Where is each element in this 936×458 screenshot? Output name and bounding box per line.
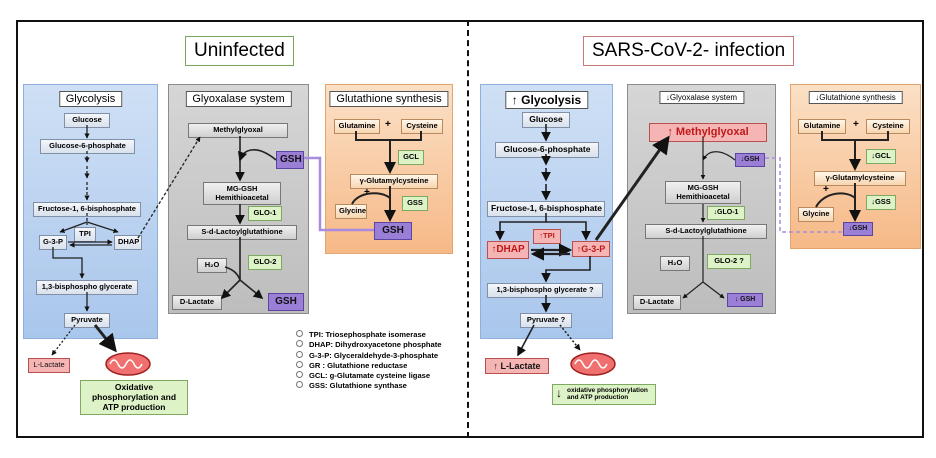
- right-mggsh: MG-GSH Hemithioacetal: [665, 181, 741, 205]
- right-glo2: GLO-2 ?: [707, 254, 751, 269]
- down-arrow-icon: ↓: [713, 209, 718, 216]
- right-plus-1: +: [853, 119, 859, 130]
- right-oxphos: ↓oxidative phosphorylation and ATP produ…: [552, 384, 656, 405]
- left-methylglyoxal: Methylglyoxal: [188, 123, 288, 138]
- down-arrow-icon: ↓: [848, 225, 853, 232]
- down-arrow-icon: ↓: [734, 296, 739, 303]
- right-gcl: ↓GCL: [866, 149, 896, 164]
- legend-item: G-3-P: Glyceraldehyde-3-phosphate: [296, 350, 442, 361]
- right-bpg: 1,3-bisphospho glycerate ?: [487, 283, 603, 298]
- title-uninfected: Uninfected: [185, 36, 294, 66]
- left-ggc: γ-Glutamylcysteine: [350, 174, 438, 189]
- left-gss: GSS: [402, 196, 428, 211]
- right-glycolysis-header: ↑ Glycolysis: [504, 91, 589, 109]
- right-glutathione-arrows: [815, 131, 889, 222]
- right-gsh-link: [765, 157, 843, 233]
- left-dlactate: D-Lactate: [172, 295, 222, 310]
- right-glycine: Glycine: [798, 207, 834, 222]
- right-pyruvate: Pyruvate ?: [520, 313, 572, 328]
- right-methylglyoxal: ↑ Methylglyoxal: [649, 123, 767, 142]
- left-lactate: L-Lactate: [28, 358, 70, 373]
- left-glycolysis-header: Glycolysis: [58, 91, 123, 107]
- right-sdlg: S-d-Lactoylglutathione: [645, 224, 767, 239]
- right-glutathione-header: ↓Glutathione synthesis: [808, 91, 903, 104]
- down-arrow-icon: ↓: [556, 386, 562, 400]
- right-lactate: ↑ L-Lactate: [485, 358, 549, 375]
- right-gsh-synth: ↓GSH: [843, 222, 873, 237]
- legend-item: DHAP: Dihydroxyacetone phosphate: [296, 340, 442, 350]
- left-h2o: H₂O: [197, 258, 227, 273]
- left-glo2: GLO-2: [248, 255, 282, 270]
- left-tpi: TPI: [74, 227, 96, 242]
- left-gsh-top: GSH: [276, 151, 304, 169]
- right-tpi: ↑TPI: [533, 229, 561, 244]
- legend-item: GCL: g-Glutamate cysteine ligase: [296, 371, 442, 381]
- down-arrow-icon: ↓: [815, 93, 820, 102]
- legend-item: GR : Glutathione reductase: [296, 360, 442, 371]
- right-glo1: ↓GLO-1: [707, 206, 745, 221]
- left-glo1: GLO-1: [248, 206, 282, 221]
- outer-frame: [16, 20, 924, 438]
- down-arrow-icon: ↓: [740, 156, 745, 163]
- right-gsh-bottom: ↓ GSH: [727, 293, 763, 308]
- left-gsh-link: [304, 156, 374, 232]
- left-glutathione-header: Glutathione synthesis: [329, 91, 449, 107]
- left-glyoxalase-arrows: [220, 136, 277, 300]
- right-h2o: H₂O: [660, 256, 690, 271]
- legend-item: TPI: Triosephosphate isomerase: [296, 330, 442, 340]
- left-sdlg: S-d-Lactoylglutathione: [187, 225, 297, 240]
- left-glycine: Glycine: [335, 204, 367, 219]
- title-infected: SARS-CoV-2- infection: [583, 36, 795, 66]
- up-arrow-icon: ↑: [539, 231, 544, 240]
- right-gss: ↓GSS: [866, 195, 896, 210]
- left-plus-1: +: [385, 119, 391, 130]
- up-arrow-icon: ↑: [491, 244, 497, 255]
- left-gsh-bottom: GSH: [268, 293, 304, 311]
- right-g3p: ↑G-3-P: [572, 241, 610, 258]
- left-glutathione-arrows: [351, 131, 422, 222]
- abbreviation-legend: TPI: Triosephosphate isomerase DHAP: Dih…: [296, 330, 442, 392]
- down-arrow-icon: ↓: [665, 93, 670, 102]
- left-dhap: DHAP: [114, 235, 142, 250]
- up-arrow-icon: ↑: [511, 93, 518, 107]
- right-glycolysis-arrows: [495, 124, 670, 357]
- down-arrow-icon: ↓: [871, 151, 875, 160]
- left-mggsh: MG-GSH Hemithioacetal: [203, 182, 281, 206]
- up-arrow-icon: ↑: [576, 244, 582, 254]
- left-pyruvate: Pyruvate: [64, 313, 110, 328]
- left-g3p: G-3-P: [39, 235, 67, 250]
- left-plus-2: +: [364, 187, 370, 198]
- left-glyoxalase-header: Glyoxalase system: [185, 91, 292, 107]
- center-divider: [467, 20, 469, 438]
- left-gsh-synth: GSH: [374, 222, 412, 240]
- down-arrow-icon: ↓: [871, 197, 875, 206]
- up-arrow-icon: ↑: [667, 126, 673, 138]
- right-dlactate: D-Lactate: [633, 295, 681, 310]
- left-glycolysis-arrows: [51, 125, 201, 356]
- mitochondrion-icon: [105, 352, 151, 376]
- right-dhap: ↑DHAP: [487, 241, 529, 259]
- mitochondrion-icon: [570, 352, 616, 376]
- left-f16bp: Fructose-1, 6-bisphosphate: [33, 202, 141, 217]
- right-ggc: γ-Glutamylcysteine: [814, 171, 906, 186]
- left-oxphos: Oxidative phosphorylation and ATP produc…: [80, 380, 188, 416]
- right-gsh-top: ↓GSH: [735, 153, 765, 168]
- right-glyoxalase-header: ↓Glyoxalase system: [658, 91, 745, 104]
- left-gcl: GCL: [398, 150, 424, 165]
- right-plus-2: +: [823, 184, 829, 195]
- up-arrow-icon: ↑: [493, 361, 498, 371]
- legend-item: GSS: Glutathione synthase: [296, 381, 442, 391]
- right-glyoxalase-arrows: [682, 137, 736, 299]
